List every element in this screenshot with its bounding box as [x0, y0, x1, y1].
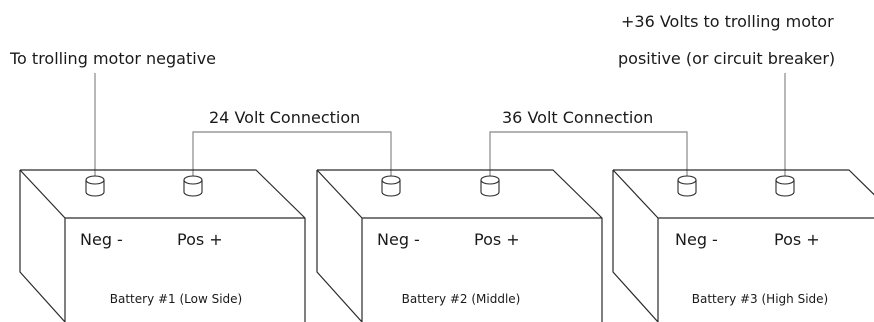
battery-1-name: Battery #1 (Low Side)	[110, 292, 243, 306]
battery-2-name: Battery #2 (Middle)	[402, 292, 521, 306]
battery-1-negative-post	[85, 175, 105, 197]
battery-2-body	[316, 169, 603, 322]
battery-2-positive-post	[480, 175, 500, 197]
battery-3: Neg - Pos + Battery #3 (High Side)	[612, 169, 874, 322]
battery-2: Neg - Pos + Battery #2 (Middle)	[316, 169, 603, 322]
battery-2-negative-post	[381, 175, 401, 197]
negative-lead-label: To trolling motor negative	[9, 49, 216, 68]
battery-2-neg-label: Neg -	[377, 230, 420, 249]
jumper-36v-wire	[489, 131, 688, 180]
battery-1-positive-post	[183, 175, 203, 197]
connection-24v-label: 24 Volt Connection	[209, 108, 360, 127]
positive-lead-label-line2: positive (or circuit breaker)	[618, 49, 835, 68]
battery-3-name: Battery #3 (High Side)	[692, 292, 828, 306]
battery-1: Neg - Pos + Battery #1 (Low Side)	[19, 169, 306, 322]
jumper-24v-wire	[192, 131, 392, 180]
battery-1-neg-label: Neg -	[80, 230, 123, 249]
positive-lead-label-line1: +36 Volts to trolling motor	[621, 12, 834, 31]
battery-3-negative-post	[677, 175, 697, 197]
battery-3-neg-label: Neg -	[675, 230, 718, 249]
battery-2-pos-label: Pos +	[474, 230, 520, 249]
battery-3-pos-label: Pos +	[774, 230, 820, 249]
battery-1-pos-label: Pos +	[177, 230, 223, 249]
battery-3-positive-post	[775, 175, 795, 197]
connection-36v-label: 36 Volt Connection	[502, 108, 653, 127]
battery-1-body	[19, 169, 306, 322]
wires	[94, 73, 786, 180]
